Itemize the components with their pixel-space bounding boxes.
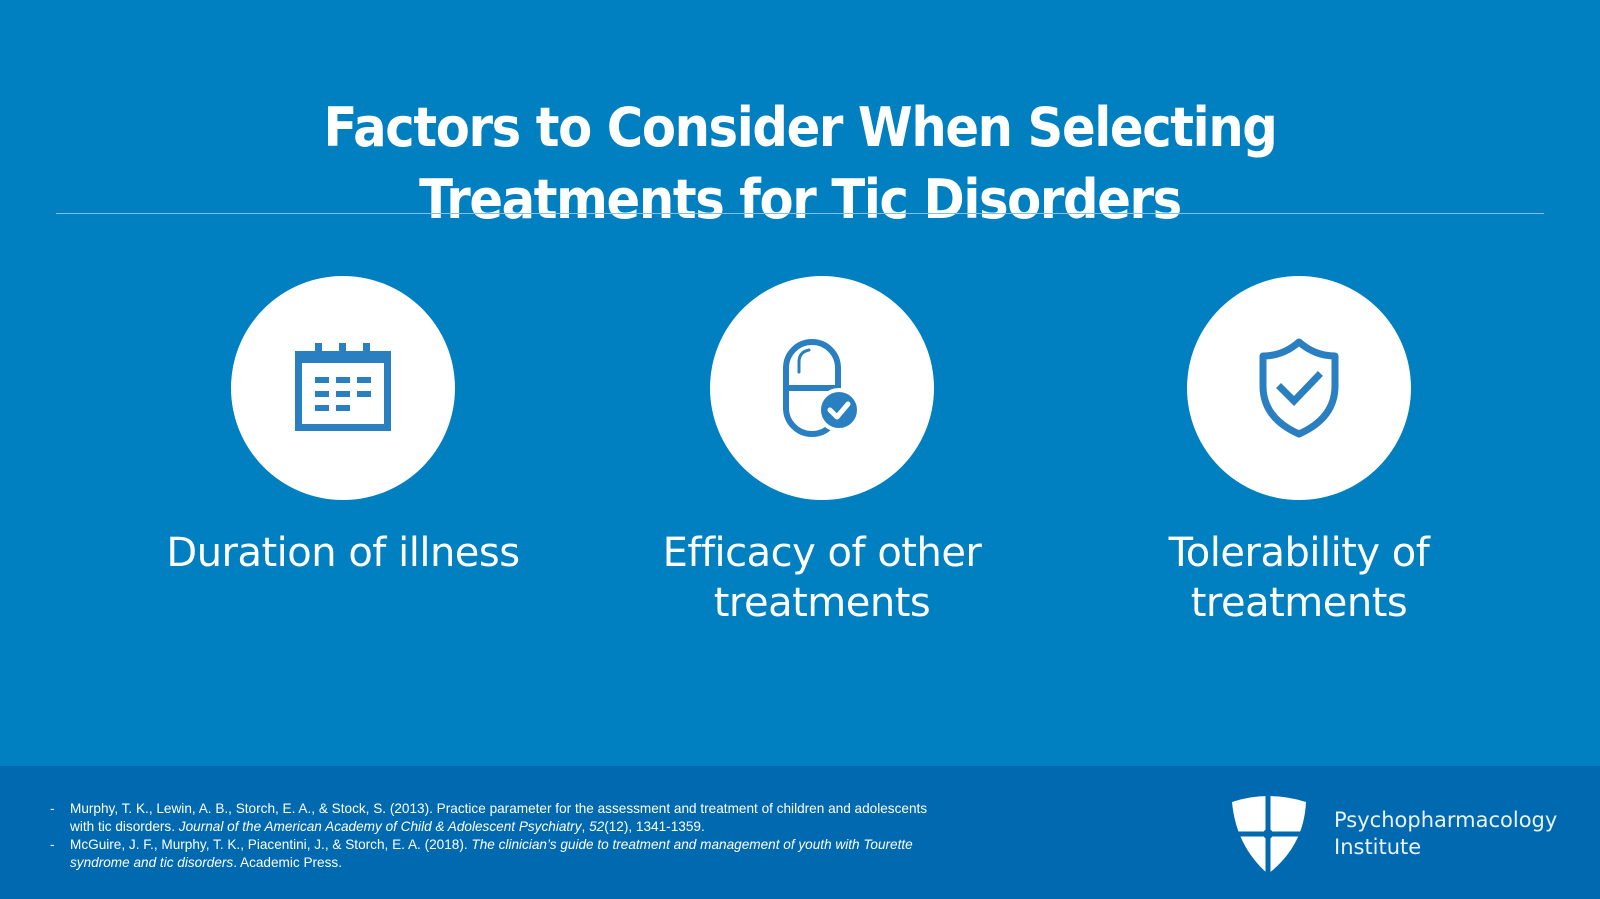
- factor-label-line-1: Tolerability of: [1168, 530, 1430, 576]
- shield-cross-logo-icon: [1232, 796, 1306, 874]
- factor-duration: Duration of illness: [133, 276, 553, 578]
- reference-text: ,: [581, 819, 590, 834]
- factor-label-line-2: treatments: [713, 580, 931, 626]
- bullet: -: [50, 801, 55, 816]
- logo-text-line-2: Institute: [1334, 835, 1422, 859]
- references-list: - Murphy, T. K., Lewin, A. B., Storch, E…: [50, 800, 930, 872]
- factor-label-line-1: Efficacy of other: [662, 530, 982, 576]
- reference-text: Murphy, T. K., Lewin, A. B., Storch, E. …: [70, 801, 928, 834]
- calendar-icon: [295, 343, 391, 431]
- factor-label: Efficacy of other treatments: [612, 528, 1032, 628]
- reference-text: (12), 1341-1359.: [604, 819, 705, 834]
- reference-journal: Journal of the American Academy of Child…: [178, 819, 582, 834]
- slide-title-line-1: Factors to Consider When Selecting: [323, 96, 1277, 160]
- bullet: -: [50, 837, 55, 852]
- factor-icon-circle: [1187, 276, 1411, 500]
- title-divider: [56, 213, 1544, 214]
- psychopharmacology-institute-logo: Psychopharmacology Institute: [1228, 794, 1557, 874]
- factor-label: Duration of illness: [133, 528, 553, 578]
- reference-book-title: The clinician’s guide to treatment and m…: [70, 837, 913, 870]
- factor-tolerability: Tolerability of treatments: [1089, 276, 1509, 628]
- factor-label: Tolerability of treatments: [1089, 528, 1509, 628]
- reference-item: - McGuire, J. F., Murphy, T. K., Piacent…: [50, 836, 930, 872]
- factor-icon-circle: [710, 276, 934, 500]
- shield-check-icon: [1259, 338, 1339, 438]
- reference-volume: 52: [589, 819, 605, 834]
- footer: - Murphy, T. K., Lewin, A. B., Storch, E…: [0, 766, 1600, 899]
- reference-text: McGuire, J. F., Murphy, T. K., Piacentin…: [70, 837, 472, 852]
- slide-title-line-2: Treatments for Tic Disorders: [419, 168, 1182, 232]
- pill-check-icon: [783, 339, 861, 437]
- factor-label-line-1: Duration of illness: [166, 530, 520, 576]
- logo-text-line-1: Psychopharmacology: [1334, 808, 1558, 832]
- logo-text: Psychopharmacology Institute: [1334, 807, 1557, 861]
- slide-title: Factors to Consider When Selecting Treat…: [64, 92, 1536, 236]
- reference-item: - Murphy, T. K., Lewin, A. B., Storch, E…: [50, 800, 930, 836]
- reference-text: . Academic Press.: [233, 855, 342, 870]
- factor-efficacy: Efficacy of other treatments: [612, 276, 1032, 628]
- factor-label-line-2: treatments: [1190, 580, 1408, 626]
- factor-icon-circle: [231, 276, 455, 500]
